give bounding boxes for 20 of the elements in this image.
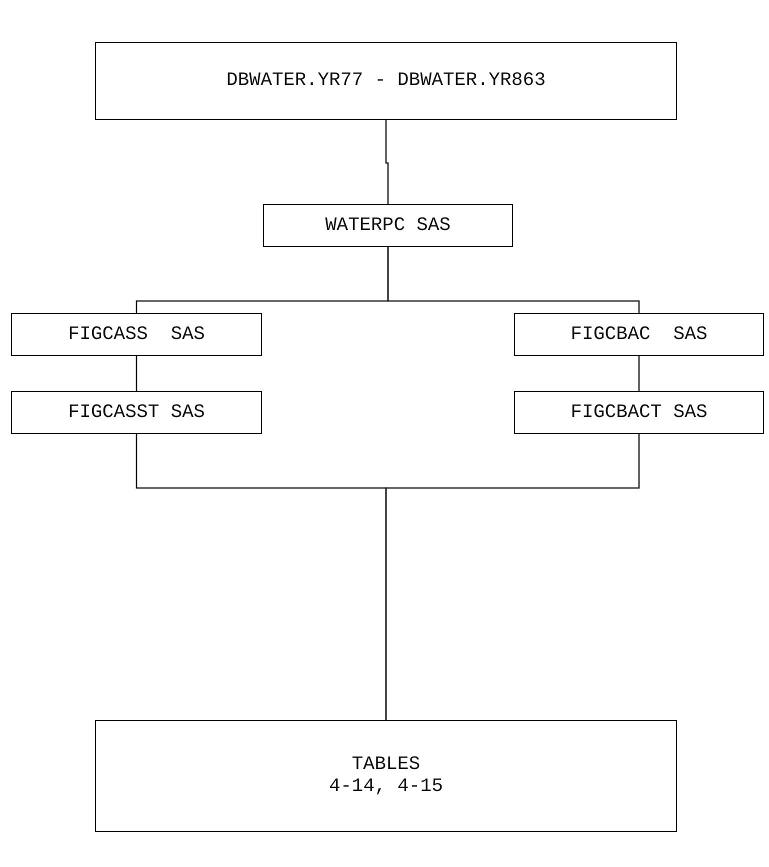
box-label: FIGCBAC SAS [570,324,708,346]
box-label: FIGCBACT SAS [570,402,708,424]
box-label: FIGCASST SAS [68,402,205,424]
process-box [11,391,262,434]
process-box [95,42,677,120]
connector-line [638,356,640,391]
process-box [514,391,764,434]
box-label: TABLES [352,754,420,776]
process-box [95,720,677,832]
connector-line [387,247,640,313]
box-label: FIGCASS SAS [68,324,205,346]
connector-line [136,356,138,391]
connector-line [385,434,640,720]
box-label: WATERPC SAS [325,214,451,236]
process-box [514,313,764,356]
process-box [11,313,262,356]
process-box [263,204,513,247]
connector-line [385,120,389,204]
box-label: DBWATER.YR77 - DBWATER.YR863 [226,70,546,92]
box-label: 4-14, 4-15 [328,776,444,798]
